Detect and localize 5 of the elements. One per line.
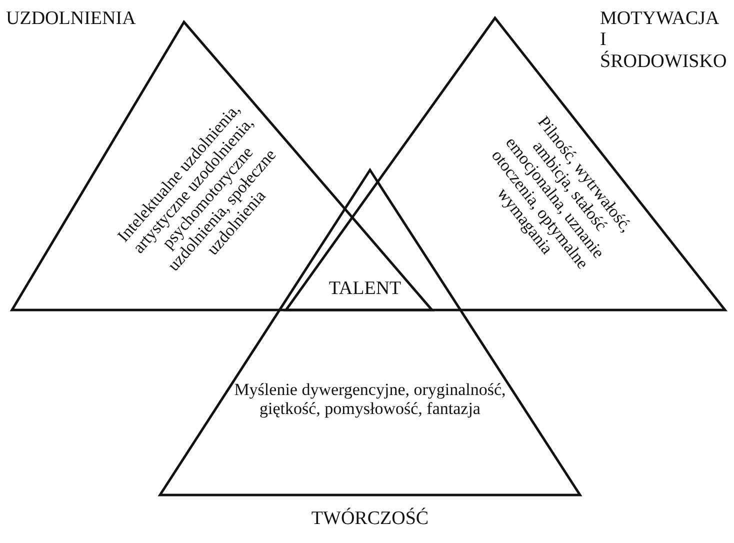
section-heading: TWÓRCZOŚĆ — [310, 508, 430, 530]
section-heading: UZDOLNIENIA — [6, 8, 137, 30]
section-heading: MOTYWACJA I ŚRODOWISKO — [600, 8, 725, 72]
center-label: TALENT — [328, 278, 402, 300]
body-text: Myślenie dywergencyjne, oryginalność, giętkość, pomysłowość, fantazja — [233, 380, 507, 418]
